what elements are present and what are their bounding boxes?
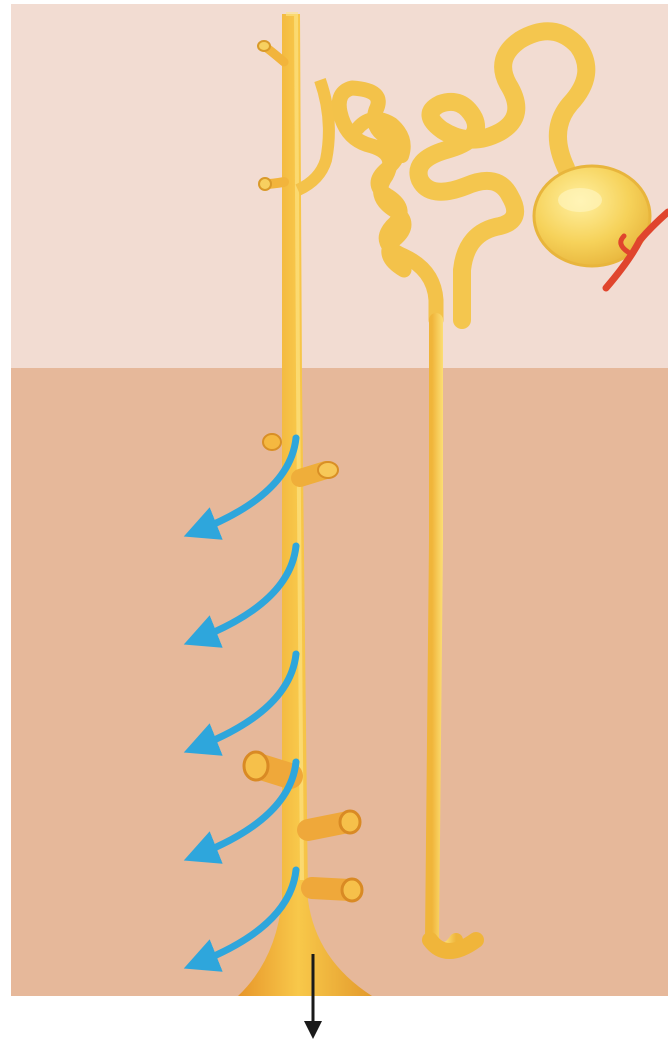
medulla-region: [11, 368, 668, 996]
